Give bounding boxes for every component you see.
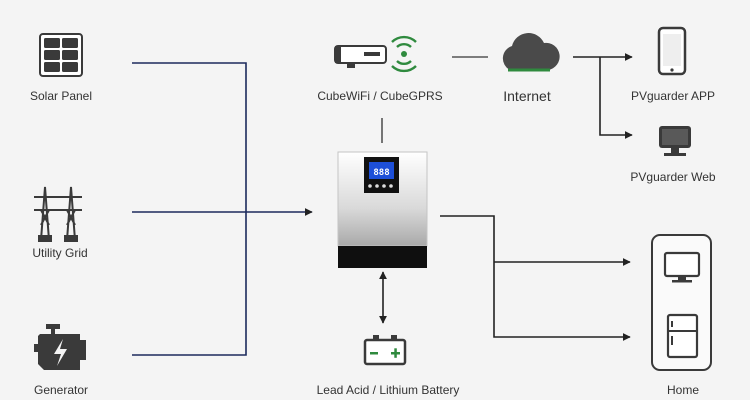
generator-label: Generator (33, 383, 89, 397)
battery-icon (363, 335, 407, 366)
solar-wire (132, 62, 247, 356)
cloud-icon (502, 33, 560, 72)
generator-icon (34, 324, 86, 370)
refrigerator-icon (666, 313, 699, 359)
utility-grid-icon (34, 186, 82, 242)
smartphone-icon (657, 26, 687, 76)
monitor-icon (659, 126, 691, 156)
output-wires (440, 215, 631, 341)
solar-panel-icon (39, 33, 83, 77)
comm-wires (381, 53, 633, 143)
pvguarder-web-label: PVguarder Web (630, 170, 716, 184)
cubewifi-module-icon (334, 35, 417, 73)
internet-to-web-wire (599, 57, 633, 139)
tv-icon (663, 251, 701, 283)
home-box (651, 234, 712, 371)
inverter-display-glyphs: 888 (373, 168, 389, 178)
internet-label: Internet (503, 88, 551, 104)
utility-grid-label: Utility Grid (32, 246, 88, 260)
source-wires (132, 62, 313, 356)
inverter-unit: 888 (337, 151, 428, 268)
solar-panel-label: Solar Panel (29, 89, 93, 103)
home-label: Home (666, 383, 700, 397)
battery-label: Lead Acid / Lithium Battery (316, 383, 460, 397)
cubewifi-label: CubeWiFi / CubeGPRS (317, 89, 443, 103)
pvguarder-app-label: PVguarder APP (630, 89, 716, 103)
output-main-wire (440, 215, 631, 341)
